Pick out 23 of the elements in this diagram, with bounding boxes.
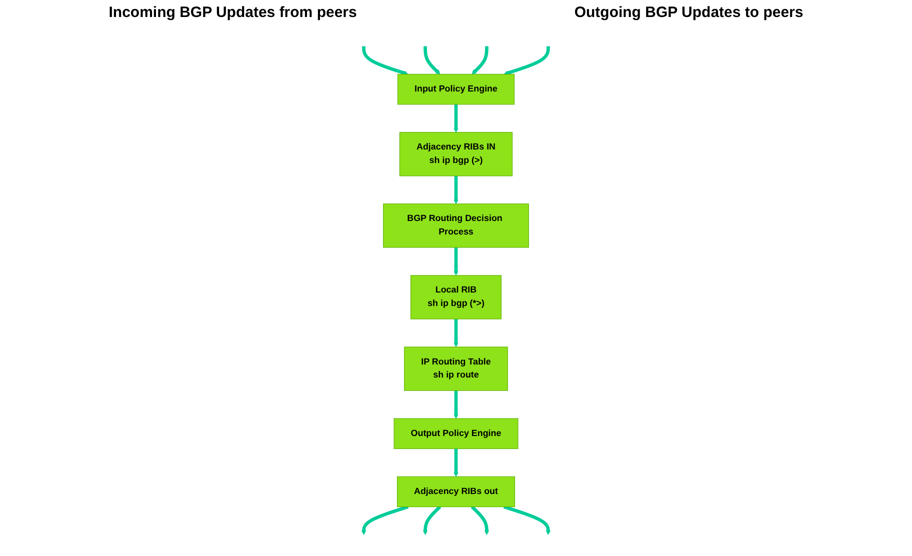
arrow: [454, 390, 458, 419]
arrow: [361, 505, 409, 535]
arrow: [362, 46, 408, 76]
arrow: [454, 176, 458, 204]
node-box: Input Policy Engine: [397, 74, 515, 105]
node-box: Adjacency RIBs out: [396, 476, 516, 508]
arrow: [424, 46, 440, 74]
arrow: [422, 506, 442, 535]
arrow: [472, 46, 488, 74]
arrow: [503, 505, 551, 535]
arrow: [454, 319, 458, 348]
arrow: [454, 104, 458, 133]
arrow: [470, 506, 490, 535]
node-box: IP Routing Table sh ip route: [404, 346, 508, 391]
flow-heading: Outgoing BGP Updates to peers: [574, 4, 804, 21]
arrow: [504, 46, 550, 76]
node-box: Adjacency RIBs IN sh ip bgp (>): [399, 132, 513, 176]
node-box: Output Policy Engine: [394, 418, 518, 449]
node-box: Local RIB sh ip bgp (*>): [410, 275, 502, 320]
arrow: [454, 448, 458, 477]
flow-heading: Incoming BGP Updates from peers: [108, 4, 357, 21]
arrow: [454, 247, 458, 276]
node-box: BGP Routing Decision Process: [383, 204, 529, 248]
